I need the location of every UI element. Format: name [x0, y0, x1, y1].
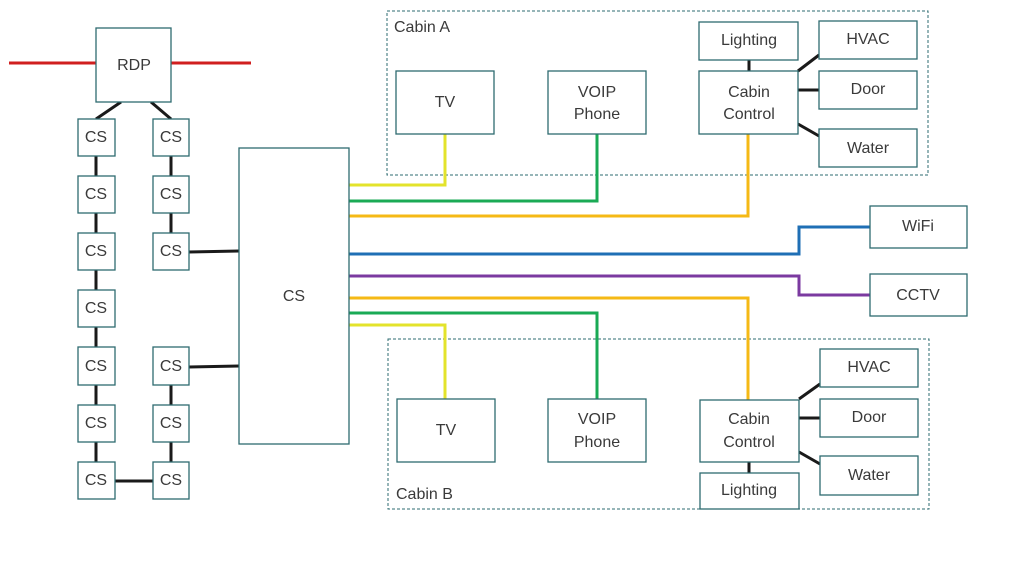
- cabin-a-control-line1: Cabin: [728, 84, 770, 101]
- cs-left-6-label: CS: [85, 415, 107, 432]
- cabin-a-voip-line: [349, 134, 599, 203]
- cs-right-2-label: CS: [160, 186, 182, 203]
- cs-left-3: [77, 232, 116, 271]
- cabin-a-hvac-label: HVAC: [846, 31, 889, 48]
- cabin-a-cabin-control: [698, 70, 799, 135]
- cs-right-3-label: CS: [160, 243, 182, 260]
- cs-left-5-label: CS: [85, 358, 107, 375]
- cs-main: [238, 147, 350, 445]
- cs-left-2: [77, 175, 116, 214]
- cs-right-1: [152, 118, 190, 157]
- cabin-b-water: [819, 455, 919, 496]
- cs-left-1-label: CS: [85, 129, 107, 146]
- cabin-b-label: Cabin B: [396, 486, 453, 503]
- wifi-line: [349, 225, 870, 256]
- wifi-node-label: WiFi: [902, 218, 934, 235]
- cabin-a-tv: [395, 70, 495, 135]
- rdp-node: [95, 27, 172, 103]
- cabin-b-hvac: [819, 348, 919, 388]
- cs-left-6: [77, 404, 116, 443]
- cabin-a-door: [818, 70, 918, 110]
- cs-left-4-label: CS: [85, 300, 107, 317]
- cabin-a-tv-line: [349, 134, 447, 187]
- cabin-b-control-line1: Cabin: [728, 411, 770, 428]
- cs-right-2: [152, 175, 190, 214]
- cs-left-7: [77, 461, 116, 500]
- rdp-to-cs-left-link: [95, 100, 122, 121]
- cs-right-6: [152, 461, 190, 500]
- cabin-b-door: [819, 398, 919, 438]
- cabin-b-hvac-label: HVAC: [847, 359, 890, 376]
- cabin-a-water: [818, 128, 918, 168]
- cs-left-3-label: CS: [85, 243, 107, 260]
- cs-to-main-upper-link: [188, 249, 240, 254]
- cabin-b-voip-phone: [547, 398, 647, 463]
- cabin-b-control-line: [349, 296, 750, 400]
- cabin-b-control-line2: Control: [723, 434, 775, 451]
- cs-right-1-label: CS: [160, 129, 182, 146]
- cabin-b-door-label: Door: [852, 409, 887, 426]
- cs-right-4-label: CS: [160, 358, 182, 375]
- cabin-a-hvac: [818, 20, 918, 60]
- cabin-b-tv-line: [349, 323, 447, 399]
- cs-right-5: [152, 404, 190, 443]
- cabin-a-water-link: [797, 122, 820, 138]
- cabin-a-tv-label: TV: [435, 94, 456, 111]
- cctv-node-label: CCTV: [896, 287, 940, 304]
- cs-right-4: [152, 346, 190, 386]
- cs-main-label: CS: [283, 288, 305, 305]
- cabin-a-control-line2: Control: [723, 106, 775, 123]
- cabin-a-lighting: [698, 21, 799, 61]
- cabin-b-voip-line2: Phone: [574, 434, 620, 451]
- cs-right-3: [152, 232, 190, 271]
- cabin-a-hvac-link: [797, 53, 820, 73]
- cabin-a-water-label: Water: [847, 140, 890, 157]
- cs-left-7-label: CS: [85, 472, 107, 489]
- cabin-b-hvac-link: [798, 382, 821, 401]
- cabin-a-label: Cabin A: [394, 19, 450, 36]
- cabin-b-tv: [396, 398, 496, 463]
- cabin-a-lighting-label: Lighting: [721, 32, 777, 49]
- cs-right-6-label: CS: [160, 472, 182, 489]
- cabin-a-voip-phone: [547, 70, 647, 135]
- cctv-node: [869, 273, 968, 317]
- wifi-node: [869, 205, 968, 249]
- cabin-b-voip-line: [349, 311, 599, 399]
- cs-left-4: [77, 289, 116, 328]
- cctv-line: [349, 274, 870, 297]
- cabin-b-water-link: [798, 450, 821, 466]
- rdp-to-cs-right-link: [150, 100, 172, 121]
- cs-left-2-label: CS: [85, 186, 107, 203]
- cabin-a-voip-line2: Phone: [574, 106, 620, 123]
- cabin-b-voip-line1: VOIP: [578, 411, 616, 428]
- cabin-b-tv-label: TV: [436, 422, 457, 439]
- cabin-b-lighting-label: Lighting: [721, 482, 777, 499]
- cs-left-5: [77, 346, 116, 386]
- rdp-node-label: RDP: [117, 57, 151, 74]
- cs-left-1: [77, 118, 116, 157]
- cabin-b-boundary: [387, 338, 930, 510]
- cabin-a-control-line: [349, 134, 750, 218]
- cabin-b-lighting: [699, 472, 800, 510]
- cabin-b-cabin-control: [699, 399, 800, 463]
- cabin-a-voip-line1: VOIP: [578, 84, 616, 101]
- cs-to-main-lower-link: [188, 364, 240, 369]
- cabin-b-water-label: Water: [848, 467, 891, 484]
- cs-right-5-label: CS: [160, 415, 182, 432]
- cabin-a-door-label: Door: [851, 81, 886, 98]
- cabin-a-boundary: [386, 10, 929, 176]
